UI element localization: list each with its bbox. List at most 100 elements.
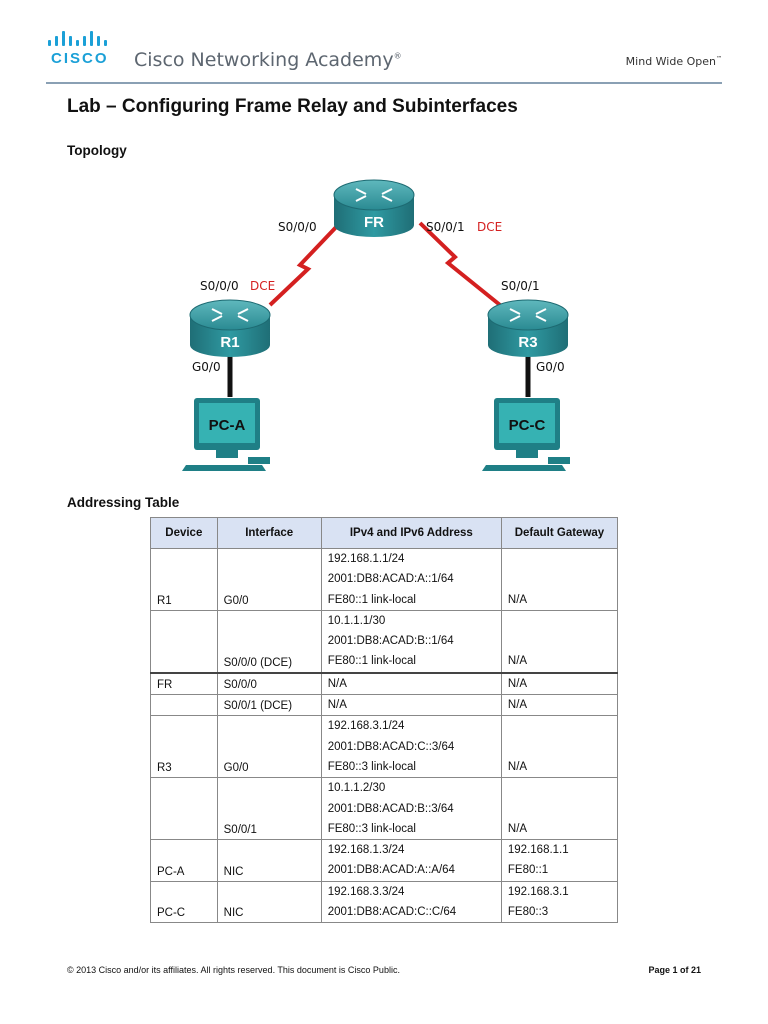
cell-device: PC-C xyxy=(150,881,218,924)
cell-device: PC-A xyxy=(150,839,218,882)
router-r3: R3 xyxy=(487,299,569,357)
cell-device xyxy=(150,694,218,717)
cell-gateway-line: N/A xyxy=(507,760,528,773)
addressing-heading: Addressing Table xyxy=(67,495,180,510)
label-fr-s001-dce: DCE xyxy=(477,220,502,234)
router-fr: FR xyxy=(333,179,415,237)
cell-interface: G0/0 xyxy=(216,548,322,611)
cell-address-line: FE80::1 link-local xyxy=(327,655,416,668)
cell-gateway: N/A xyxy=(500,672,619,696)
cell-address-line: FE80::3 link-local xyxy=(327,760,416,773)
pc-a-label: PC-A xyxy=(209,417,246,434)
label-r1-s000: S0/0/0 xyxy=(200,279,239,293)
cell-address-line: 192.168.1.3/24 xyxy=(327,844,405,857)
cell-gateway-line: N/A xyxy=(507,655,528,668)
cell-interface: S0/0/1 xyxy=(216,777,322,841)
topology-heading: Topology xyxy=(67,143,127,158)
cell-gateway-line: N/A xyxy=(507,822,528,835)
cell-address: N/A xyxy=(320,694,502,717)
label-fr-s001: S0/0/1 xyxy=(426,220,465,234)
cell-device: R3 xyxy=(150,715,218,779)
cell-address-line: 2001:DB8:ACAD:C::3/64 xyxy=(327,740,455,753)
cell-device xyxy=(150,777,218,841)
page-header: CISCO Cisco Networking Academy® Mind Wid… xyxy=(0,0,768,80)
cisco-logo: CISCO xyxy=(46,30,116,70)
label-r3-s001: S0/0/1 xyxy=(501,279,540,293)
cell-address-line: 2001:DB8:ACAD:A::A/64 xyxy=(327,864,455,877)
header-interface: Interface xyxy=(216,517,322,549)
pc-c: PC-C xyxy=(482,398,570,471)
header-device: Device xyxy=(150,517,218,549)
cell-device: R1 xyxy=(150,548,218,611)
cell-interface: S0/0/0 xyxy=(216,672,322,696)
router-arrows-icon xyxy=(355,188,393,202)
footer-page-number: Page 1 of 21 xyxy=(648,965,701,975)
label-r1-s000-dce: DCE xyxy=(250,279,275,293)
table-header-row: Device Interface IPv4 and IPv6 Address D… xyxy=(150,517,619,549)
label-r1-g00: G0/0 xyxy=(192,360,221,374)
table-row: S0/0/1 (DCE) N/A N/A xyxy=(150,694,619,717)
cell-address-line: FE80::3 link-local xyxy=(327,822,416,835)
router-r3-label: R3 xyxy=(518,334,537,351)
cell-address-line: 192.168.1.1/24 xyxy=(327,553,405,565)
cisco-wordmark: CISCO xyxy=(51,50,109,67)
header-address: IPv4 and IPv6 Address xyxy=(320,517,502,549)
cell-gateway: N/A xyxy=(500,777,619,841)
cell-interface: NIC xyxy=(216,881,322,924)
cell-gateway-line: N/A xyxy=(507,593,528,606)
addressing-table: Device Interface IPv4 and IPv6 Address D… xyxy=(150,517,619,924)
cell-gateway: N/A xyxy=(500,610,619,674)
cell-address-line: 2001:DB8:ACAD:A::1/64 xyxy=(327,573,454,586)
cell-address-line: 192.168.3.3/24 xyxy=(327,885,405,898)
cell-gateway-line: N/A xyxy=(507,699,528,712)
cell-device: FR xyxy=(150,672,218,696)
pc-c-label: PC-C xyxy=(509,417,546,434)
cell-address-line: N/A xyxy=(327,677,347,690)
cell-interface: S0/0/0 (DCE) xyxy=(216,610,322,674)
cell-address: N/A xyxy=(320,672,502,696)
cell-address-line: FE80::1 link-local xyxy=(327,593,416,606)
cell-address-line: N/A xyxy=(327,699,347,712)
cell-gateway-line: FE80::3 xyxy=(507,906,549,919)
cell-interface: NIC xyxy=(216,839,322,882)
cell-gateway-line: FE80::1 xyxy=(507,864,549,877)
router-r1-label: R1 xyxy=(220,334,239,351)
cell-interface: S0/0/1 (DCE) xyxy=(216,694,322,717)
pc-a: PC-A xyxy=(182,398,270,471)
cell-gateway: N/A xyxy=(500,694,619,717)
cell-address-line: 2001:DB8:ACAD:B::3/64 xyxy=(327,802,454,815)
cell-address-line: 192.168.3.1/24 xyxy=(327,720,405,733)
cisco-bars-icon xyxy=(48,31,107,46)
cell-device xyxy=(150,610,218,674)
academy-name: Cisco Networking Academy® xyxy=(134,49,402,71)
cell-gateway: N/A xyxy=(500,548,619,611)
router-r1: R1 xyxy=(189,299,271,357)
tagline: Mind Wide Open™ xyxy=(625,55,722,68)
header-gateway: Default Gateway xyxy=(500,517,619,549)
cell-interface: G0/0 xyxy=(216,715,322,779)
header-rule xyxy=(46,82,722,84)
cell-address-line: 2001:DB8:ACAD:B::1/64 xyxy=(327,635,454,648)
serial-link-fr-r1 xyxy=(268,221,342,307)
serial-link-fr-r3 xyxy=(418,221,502,307)
router-fr-label: FR xyxy=(364,214,384,231)
label-fr-s000: S0/0/0 xyxy=(278,220,317,234)
cell-gateway-line: 192.168.3.1 xyxy=(507,885,569,898)
label-r3-g00: G0/0 xyxy=(536,360,565,374)
cell-address-line: 10.1.1.2/30 xyxy=(327,782,386,795)
footer-copyright: © 2013 Cisco and/or its affiliates. All … xyxy=(67,965,400,975)
